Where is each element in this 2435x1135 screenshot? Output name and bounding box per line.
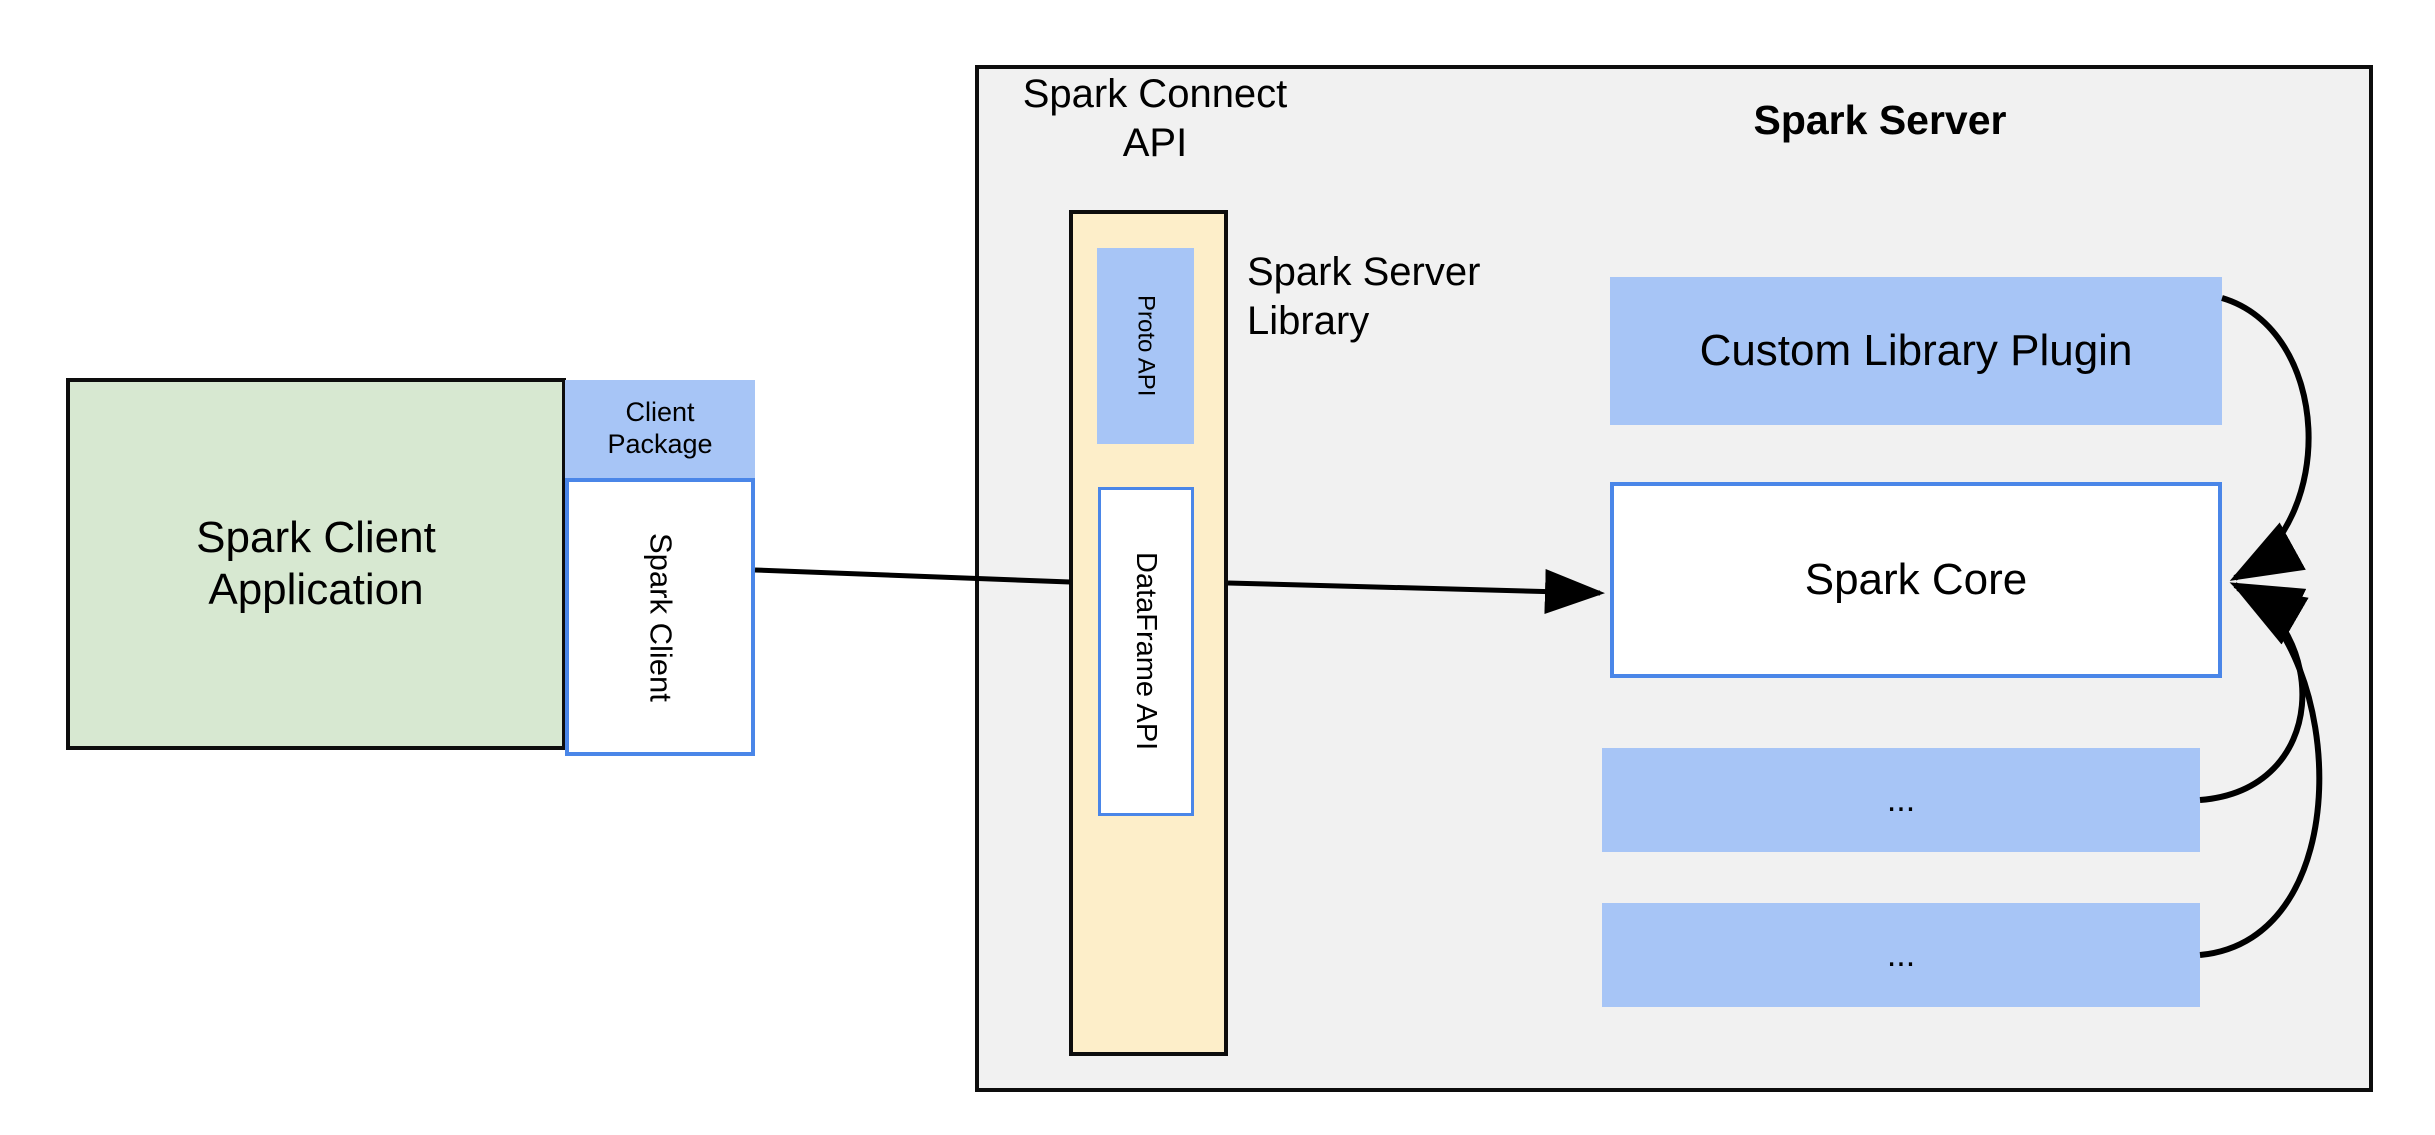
spark-client-box[interactable]: Spark Client bbox=[565, 478, 755, 756]
spark-client-application-label: Spark Client Application bbox=[196, 512, 436, 616]
ellipsis-label-2: ... bbox=[1886, 935, 1916, 974]
spark-client-application-box[interactable]: Spark Client Application bbox=[66, 378, 566, 750]
client-package-line-1: Client bbox=[625, 397, 695, 428]
spark-core-label: Spark Core bbox=[1804, 555, 2028, 605]
dataframe-api-box[interactable]: DataFrame API bbox=[1098, 487, 1194, 816]
spark-connect-api-label: Spark Connect API bbox=[1010, 70, 1300, 168]
client-app-line-1: Spark Client bbox=[196, 513, 436, 563]
ellipsis-box-2[interactable]: ... bbox=[1602, 903, 2200, 1007]
proto-api-label: Proto API bbox=[1132, 295, 1160, 397]
client-app-line-2: Application bbox=[208, 565, 424, 614]
client-package-box[interactable]: Client Package bbox=[565, 380, 755, 478]
custom-library-plugin-label: Custom Library Plugin bbox=[1699, 326, 2133, 376]
spark-server-title: Spark Server bbox=[1753, 97, 2007, 143]
spark-core-box[interactable]: Spark Core bbox=[1610, 482, 2222, 678]
custom-library-plugin-box[interactable]: Custom Library Plugin bbox=[1610, 277, 2222, 425]
ellipsis-label-1: ... bbox=[1886, 780, 1916, 819]
spark-client-label: Spark Client bbox=[643, 532, 679, 702]
client-package-line-2: Package bbox=[607, 429, 713, 459]
client-package-label: Client Package bbox=[607, 397, 712, 461]
spark-connect-api-line-1: Spark Connect bbox=[1022, 72, 1288, 116]
spark-server-library-label: Spark Server Library bbox=[1247, 248, 1577, 346]
dataframe-api-label: DataFrame API bbox=[1130, 552, 1163, 751]
spark-server-library-line-2: Library bbox=[1247, 298, 1370, 343]
proto-api-box[interactable]: Proto API bbox=[1097, 248, 1194, 444]
ellipsis-box-1[interactable]: ... bbox=[1602, 748, 2200, 852]
spark-server-library-line-1: Spark Server bbox=[1247, 250, 1481, 294]
spark-connect-api-line-2: API bbox=[1122, 120, 1188, 165]
